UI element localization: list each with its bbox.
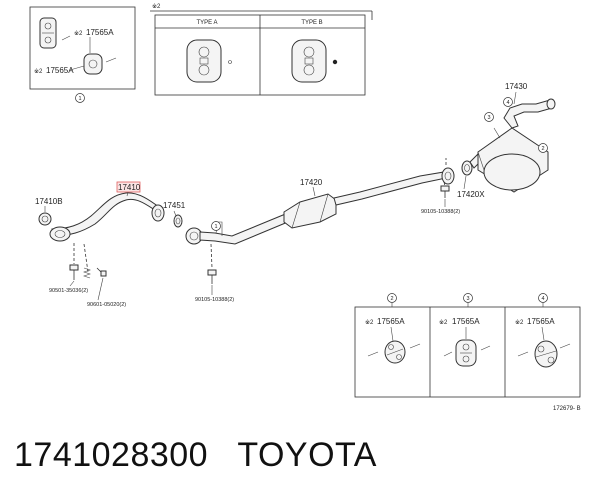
bolt-icon (207, 269, 217, 284)
svg-text:1: 1 (214, 224, 217, 230)
callout-4: 4 (538, 293, 548, 303)
note-mark: ※2 (34, 68, 43, 75)
callout-3: 3 (463, 293, 473, 303)
note-mark: ※2 (152, 3, 161, 10)
part-label-17565A: 17565A (527, 317, 555, 326)
bolts-center: 90105-10388(2) (195, 243, 234, 303)
type-table: ※2 TYPE A TYPE B (150, 3, 373, 96)
part-label-17420X: 17420X (457, 190, 485, 199)
part-label-17410B: 17410B (35, 197, 63, 206)
spring-icon (83, 267, 107, 279)
figure-code: 172679- B (553, 406, 581, 412)
part-label-17565A: 17565A (86, 28, 114, 37)
part-label-17410: 17410 (118, 183, 141, 192)
part-label-90501-35036: 90501-35036(2) (49, 288, 88, 294)
type-a-header: TYPE A (196, 20, 217, 26)
hanger-rubber-icon (83, 53, 103, 75)
part-label-90105-10388: 90105-10388(2) (421, 209, 460, 215)
hanger-rubber-icon (455, 339, 477, 367)
note-mark: ※2 (74, 30, 83, 37)
svg-text:3: 3 (487, 115, 490, 121)
bolt-icon (69, 264, 79, 280)
front-exhaust-pipe: 17410 (49, 181, 165, 242)
part-label-17430: 17430 (505, 82, 528, 91)
part-caption: 1741028300 TOYOTA (14, 436, 377, 475)
type-b-hanger-icon (291, 39, 338, 83)
callout-2: 2 (387, 293, 397, 303)
callout-3: 3 (484, 112, 494, 122)
hanger-rubber-icon (39, 17, 57, 49)
note-mark: ※2 (365, 319, 374, 326)
part-label-17451: 17451 (163, 201, 186, 210)
svg-text:2: 2 (541, 146, 544, 152)
part-label-90601-05020: 90601-05020(2) (87, 302, 126, 308)
part-label-17565A: 17565A (377, 317, 405, 326)
gasket-17451: 17451 (163, 201, 186, 228)
part-label-17565A: 17565A (452, 317, 480, 326)
part-label-17565A: 17565A (46, 66, 74, 75)
part-label-17420: 17420 (300, 178, 323, 187)
gasket-17410B: 17410B (35, 197, 63, 226)
svg-text:1: 1 (78, 96, 81, 102)
part-label-90105-10388: 90105-10388(2) (195, 297, 234, 303)
gasket-17420X: 17420X (457, 160, 485, 199)
callout-1: 1 (75, 93, 85, 103)
svg-text:4: 4 (541, 296, 544, 302)
tail-muffler: 17430 (469, 82, 556, 193)
bolts-front: 90501-35036(2) 90601-05020(2) (49, 243, 126, 308)
callout-2: 2 (538, 143, 548, 153)
part-number: 1741028300 (14, 436, 209, 474)
center-exhaust-pipe: 17420 (185, 158, 455, 245)
inset-hangers: 2 3 4 ※2 17565A ※2 17565A (354, 293, 581, 398)
type-b-header: TYPE B (301, 20, 322, 26)
bolt-icon (440, 185, 450, 198)
brand-name: TOYOTA (237, 436, 377, 474)
note-mark: ※2 (515, 319, 524, 326)
hanger-rubber-icon (534, 340, 558, 368)
inset-hanger-17565A: ※2 17565A ※2 17565A (29, 6, 136, 90)
type-a-hanger-icon (186, 39, 232, 83)
callout-1: 1 (211, 221, 221, 231)
bolts-rear: 90105-10388(2) (421, 181, 460, 215)
svg-text:3: 3 (466, 296, 469, 302)
svg-text:4: 4 (506, 100, 509, 106)
hanger-rubber-icon (384, 340, 406, 364)
svg-text:2: 2 (390, 296, 393, 302)
note-mark: ※2 (439, 319, 448, 326)
callout-4: 4 (503, 97, 513, 107)
